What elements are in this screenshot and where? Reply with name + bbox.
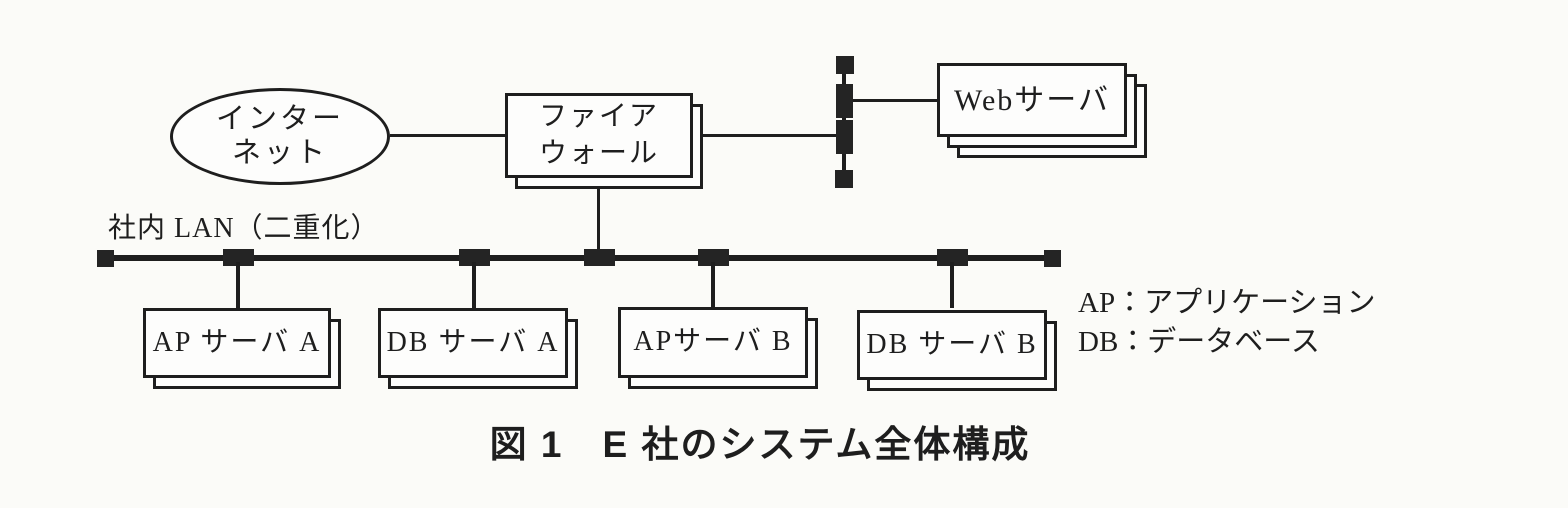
link-lan-db-server-a (472, 262, 476, 308)
lan-label: 社内 LAN（二重化） (108, 213, 380, 244)
web-server-node: Webサーバ (937, 63, 1147, 158)
link-firewall-lan (597, 177, 600, 257)
internet-label-line1: インター (215, 103, 344, 136)
legend-db: DB：データベース (1078, 326, 1320, 358)
ap-server-a-label: AP サーバ A (152, 326, 322, 358)
link-lan-db-server-b (950, 262, 954, 308)
ap-server-b-label: APサーバ B (633, 326, 793, 358)
dmz-bus-tap-firewall (836, 120, 853, 154)
dmz-bus-tap-web (836, 84, 853, 118)
legend-ap: AP：アプリケーション (1078, 287, 1376, 319)
ap-server-b-face: APサーバ B (618, 307, 808, 378)
db-server-b-face: DB サーバ B (857, 310, 1047, 380)
link-lan-ap-server-b (711, 262, 715, 308)
lan-end-right (1044, 250, 1061, 267)
link-firewall-dmz-bus (691, 134, 844, 137)
link-internet-firewall (390, 134, 507, 137)
lan-tap-ap-server-a (223, 249, 254, 266)
db-server-b-node: DB サーバ B (857, 310, 1057, 391)
internet-label-line2: ネット (231, 136, 328, 169)
firewall-face: ファイア ウォール (505, 93, 693, 178)
internet-node: インター ネット (170, 88, 390, 185)
lan-tap-firewall (584, 249, 615, 266)
db-server-b-label: DB サーバ B (866, 328, 1038, 360)
lan-tap-ap-server-b (698, 249, 729, 266)
dmz-bus-end-bottom (835, 170, 853, 188)
ap-server-a-node: AP サーバ A (143, 308, 341, 389)
lan-bus-line (100, 255, 1053, 261)
web-server-face: Webサーバ (937, 63, 1127, 137)
ap-server-a-face: AP サーバ A (143, 308, 331, 378)
lan-end-left (97, 250, 114, 267)
lan-tap-db-server-b (937, 249, 968, 266)
db-server-a-face: DB サーバ A (378, 308, 568, 378)
web-server-label: Webサーバ (954, 83, 1110, 117)
firewall-label-line1: ファイア (538, 101, 659, 133)
db-server-a-label: DB サーバ A (386, 326, 560, 358)
firewall-node: ファイア ウォール (505, 93, 703, 189)
db-server-a-node: DB サーバ A (378, 308, 578, 389)
link-lan-ap-server-a (236, 262, 240, 308)
ap-server-b-node: APサーバ B (618, 307, 818, 389)
firewall-label-line2: ウォール (538, 137, 659, 169)
link-dmz-bus-web-server (846, 99, 939, 102)
legend: AP：アプリケーション DB：データベース (1078, 284, 1376, 362)
figure-caption: 図 1 E 社のシステム全体構成 (489, 424, 1031, 465)
dmz-bus-end-top (836, 56, 854, 74)
lan-tap-db-server-a (459, 249, 490, 266)
